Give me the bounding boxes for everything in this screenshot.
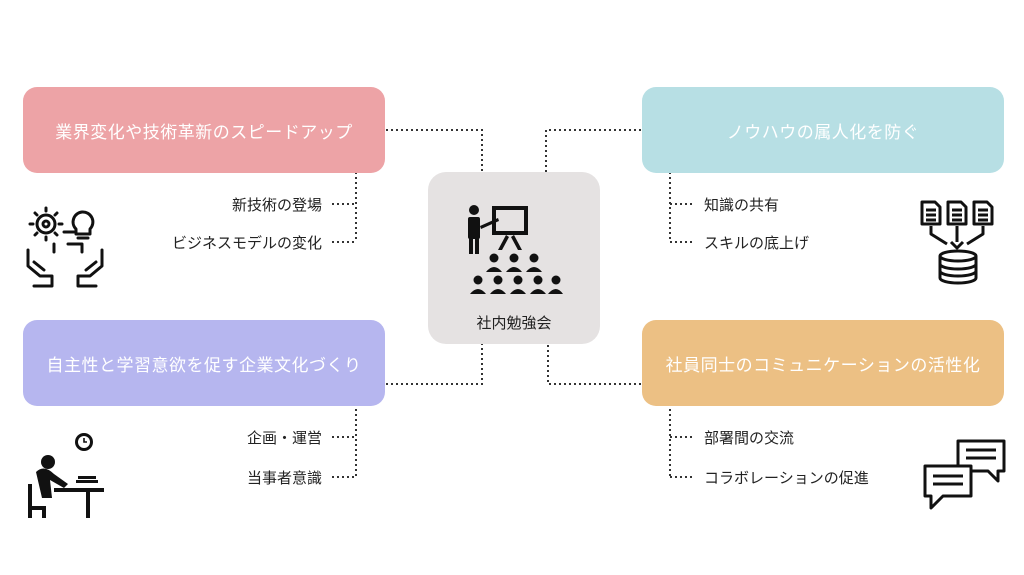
sub-item: ビジネスモデルの変化 [171, 234, 322, 252]
sub-item: 当事者意識 [246, 469, 322, 487]
center-label: 社内勉強会 [476, 314, 552, 332]
chat-bubbles-icon [923, 439, 1006, 510]
sub-item: 新技術の登場 [231, 196, 322, 214]
sub-item: 企画・運営 [246, 429, 322, 447]
sub-item: スキルの底上げ [704, 234, 810, 252]
database-documents-icon [920, 200, 994, 285]
innovation-hands-icon [26, 206, 104, 288]
sub-item: 知識の共有 [704, 196, 780, 214]
topic-box-communication: 社員同士のコミュニケーションの活性化 [642, 320, 1004, 406]
center-node: 社内勉強会 [428, 172, 600, 344]
sub-item: コラボレーションの促進 [704, 469, 869, 487]
topic-box-culture: 自主性と学習意欲を促す企業文化づくり [23, 320, 385, 406]
presentation-audience-icon [468, 205, 563, 294]
topic-title: 社員同士のコミュニケーションの活性化 [665, 355, 981, 376]
topic-box-knowhow: ノウハウの属人化を防ぐ [642, 87, 1004, 173]
topic-box-industry-change: 業界変化や技術革新のスピードアップ [23, 87, 385, 173]
topic-title: 業界変化や技術革新のスピードアップ [55, 122, 353, 143]
topic-title: ノウハウの属人化を防ぐ [726, 122, 920, 143]
sub-item: 部署間の交流 [704, 429, 795, 447]
topic-title: 自主性と学習意欲を促す企業文化づくり [46, 355, 362, 376]
person-studying-icon [28, 433, 104, 518]
